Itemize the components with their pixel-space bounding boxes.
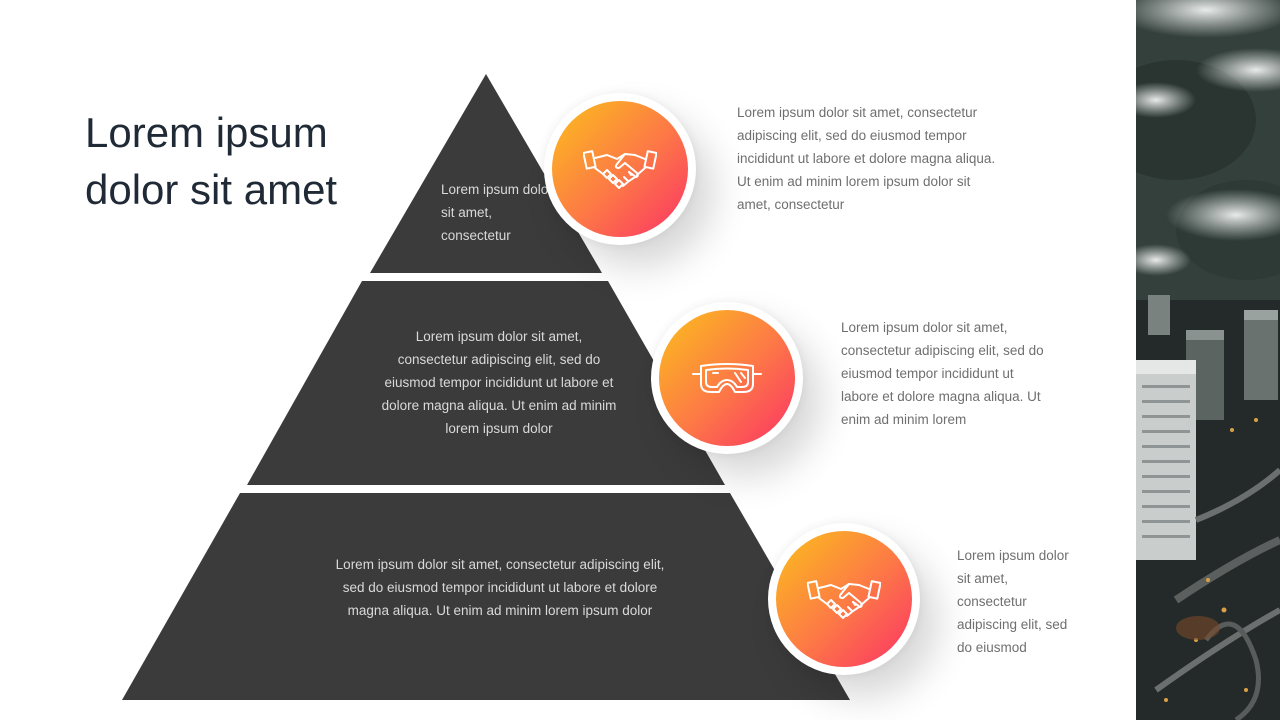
badge-middle bbox=[651, 302, 803, 454]
tier-text-top: Lorem ipsum dolor sit amet, consectetur bbox=[441, 182, 553, 243]
side-text-middle: Lorem ipsum dolor sit amet, consectetur … bbox=[841, 320, 1044, 427]
tier-text-bottom: Lorem ipsum dolor sit amet, consectetur … bbox=[335, 557, 665, 618]
tier-text-middle: Lorem ipsum dolor sit amet, consectetur … bbox=[381, 329, 617, 436]
slide-title: Lorem ipsum dolor sit amet bbox=[85, 104, 415, 218]
slide-title-line2: dolor sit amet bbox=[85, 166, 338, 213]
badge-bottom bbox=[768, 523, 920, 675]
side-text-bottom: Lorem ipsum dolor sit amet, consectetur … bbox=[957, 548, 1069, 655]
badge-top bbox=[544, 93, 696, 245]
city-illustration bbox=[1136, 0, 1280, 720]
pyramid-tier-bottom bbox=[122, 493, 850, 700]
pyramid-tier-middle bbox=[247, 281, 725, 485]
slide-title-line1: Lorem ipsum bbox=[85, 109, 328, 156]
handshake-icon bbox=[583, 150, 657, 189]
pyramid-tier-top bbox=[370, 74, 602, 273]
side-text-top: Lorem ipsum dolor sit amet, consectetur … bbox=[737, 105, 996, 212]
handshake-icon bbox=[807, 580, 881, 619]
aerial-city-photo bbox=[1136, 0, 1280, 720]
goggles-icon bbox=[692, 363, 762, 393]
